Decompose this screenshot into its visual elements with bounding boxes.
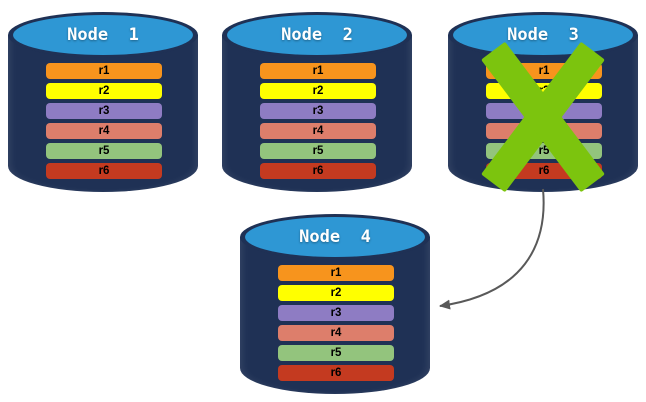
record-label: r5	[98, 145, 110, 157]
record-label: r4	[98, 125, 110, 137]
record-bar-r6: r6	[46, 163, 162, 179]
record-label: r1	[98, 65, 110, 77]
record-label: r3	[330, 307, 342, 319]
node-2-title: Node 2	[281, 25, 353, 45]
record-label: r5	[330, 347, 342, 359]
record-bar-r3: r3	[278, 305, 394, 321]
node-4-record-list: r1 r2 r3 r4 r5 r6	[278, 265, 394, 381]
node-4-title: Node 4	[299, 227, 371, 247]
record-bar-r1: r1	[278, 265, 394, 281]
record-label: r1	[312, 65, 324, 77]
node-1: Node 1 r1 r2 r3 r4 r5 r6	[8, 12, 198, 192]
failover-arrow-path	[439, 188, 545, 310]
record-bar-r2: r2	[278, 285, 394, 301]
node-4: Node 4 r1 r2 r3 r4 r5 r6	[240, 214, 430, 394]
node-3-cylinder-top: Node 3	[448, 12, 638, 58]
record-label: r2	[98, 85, 110, 97]
node-1-title: Node 1	[67, 25, 139, 45]
record-bar-r4: r4	[260, 123, 376, 139]
record-bar-r6: r6	[278, 365, 394, 381]
record-bar-r2: r2	[46, 83, 162, 99]
record-bar-r5: r5	[46, 143, 162, 159]
record-bar-r3: r3	[260, 103, 376, 119]
record-bar-r5: r5	[278, 345, 394, 361]
record-label: r4	[330, 327, 342, 339]
record-label: r4	[312, 125, 324, 137]
record-label: r6	[312, 165, 324, 177]
record-label: r5	[538, 145, 550, 157]
record-bar-r4: r4	[46, 123, 162, 139]
record-bar-r6: r6	[260, 163, 376, 179]
record-label: r1	[538, 65, 550, 77]
node-2: Node 2 r1 r2 r3 r4 r5 r6	[222, 12, 412, 192]
record-label: r3	[98, 105, 110, 117]
record-bar-r5: r5	[260, 143, 376, 159]
record-bar-r1: r1	[46, 63, 162, 79]
record-bar-r2: r2	[260, 83, 376, 99]
node-4-cylinder-top: Node 4	[240, 214, 430, 260]
record-label: r3	[312, 105, 324, 117]
record-label: r1	[330, 267, 342, 279]
node-1-cylinder-top: Node 1	[8, 12, 198, 58]
record-label: r6	[538, 165, 550, 177]
record-label: r6	[330, 367, 342, 379]
record-bar-r4: r4	[278, 325, 394, 341]
record-bar-r1: r1	[260, 63, 376, 79]
node-2-record-list: r1 r2 r3 r4 r5 r6	[260, 63, 376, 179]
node-3-title: Node 3	[507, 25, 579, 45]
record-bar-r3: r3	[46, 103, 162, 119]
record-label: r2	[312, 85, 324, 97]
record-label: r2	[330, 287, 342, 299]
node-2-cylinder-top: Node 2	[222, 12, 412, 58]
node-1-record-list: r1 r2 r3 r4 r5 r6	[46, 63, 162, 179]
record-label: r6	[98, 165, 110, 177]
record-label: r5	[312, 145, 324, 157]
